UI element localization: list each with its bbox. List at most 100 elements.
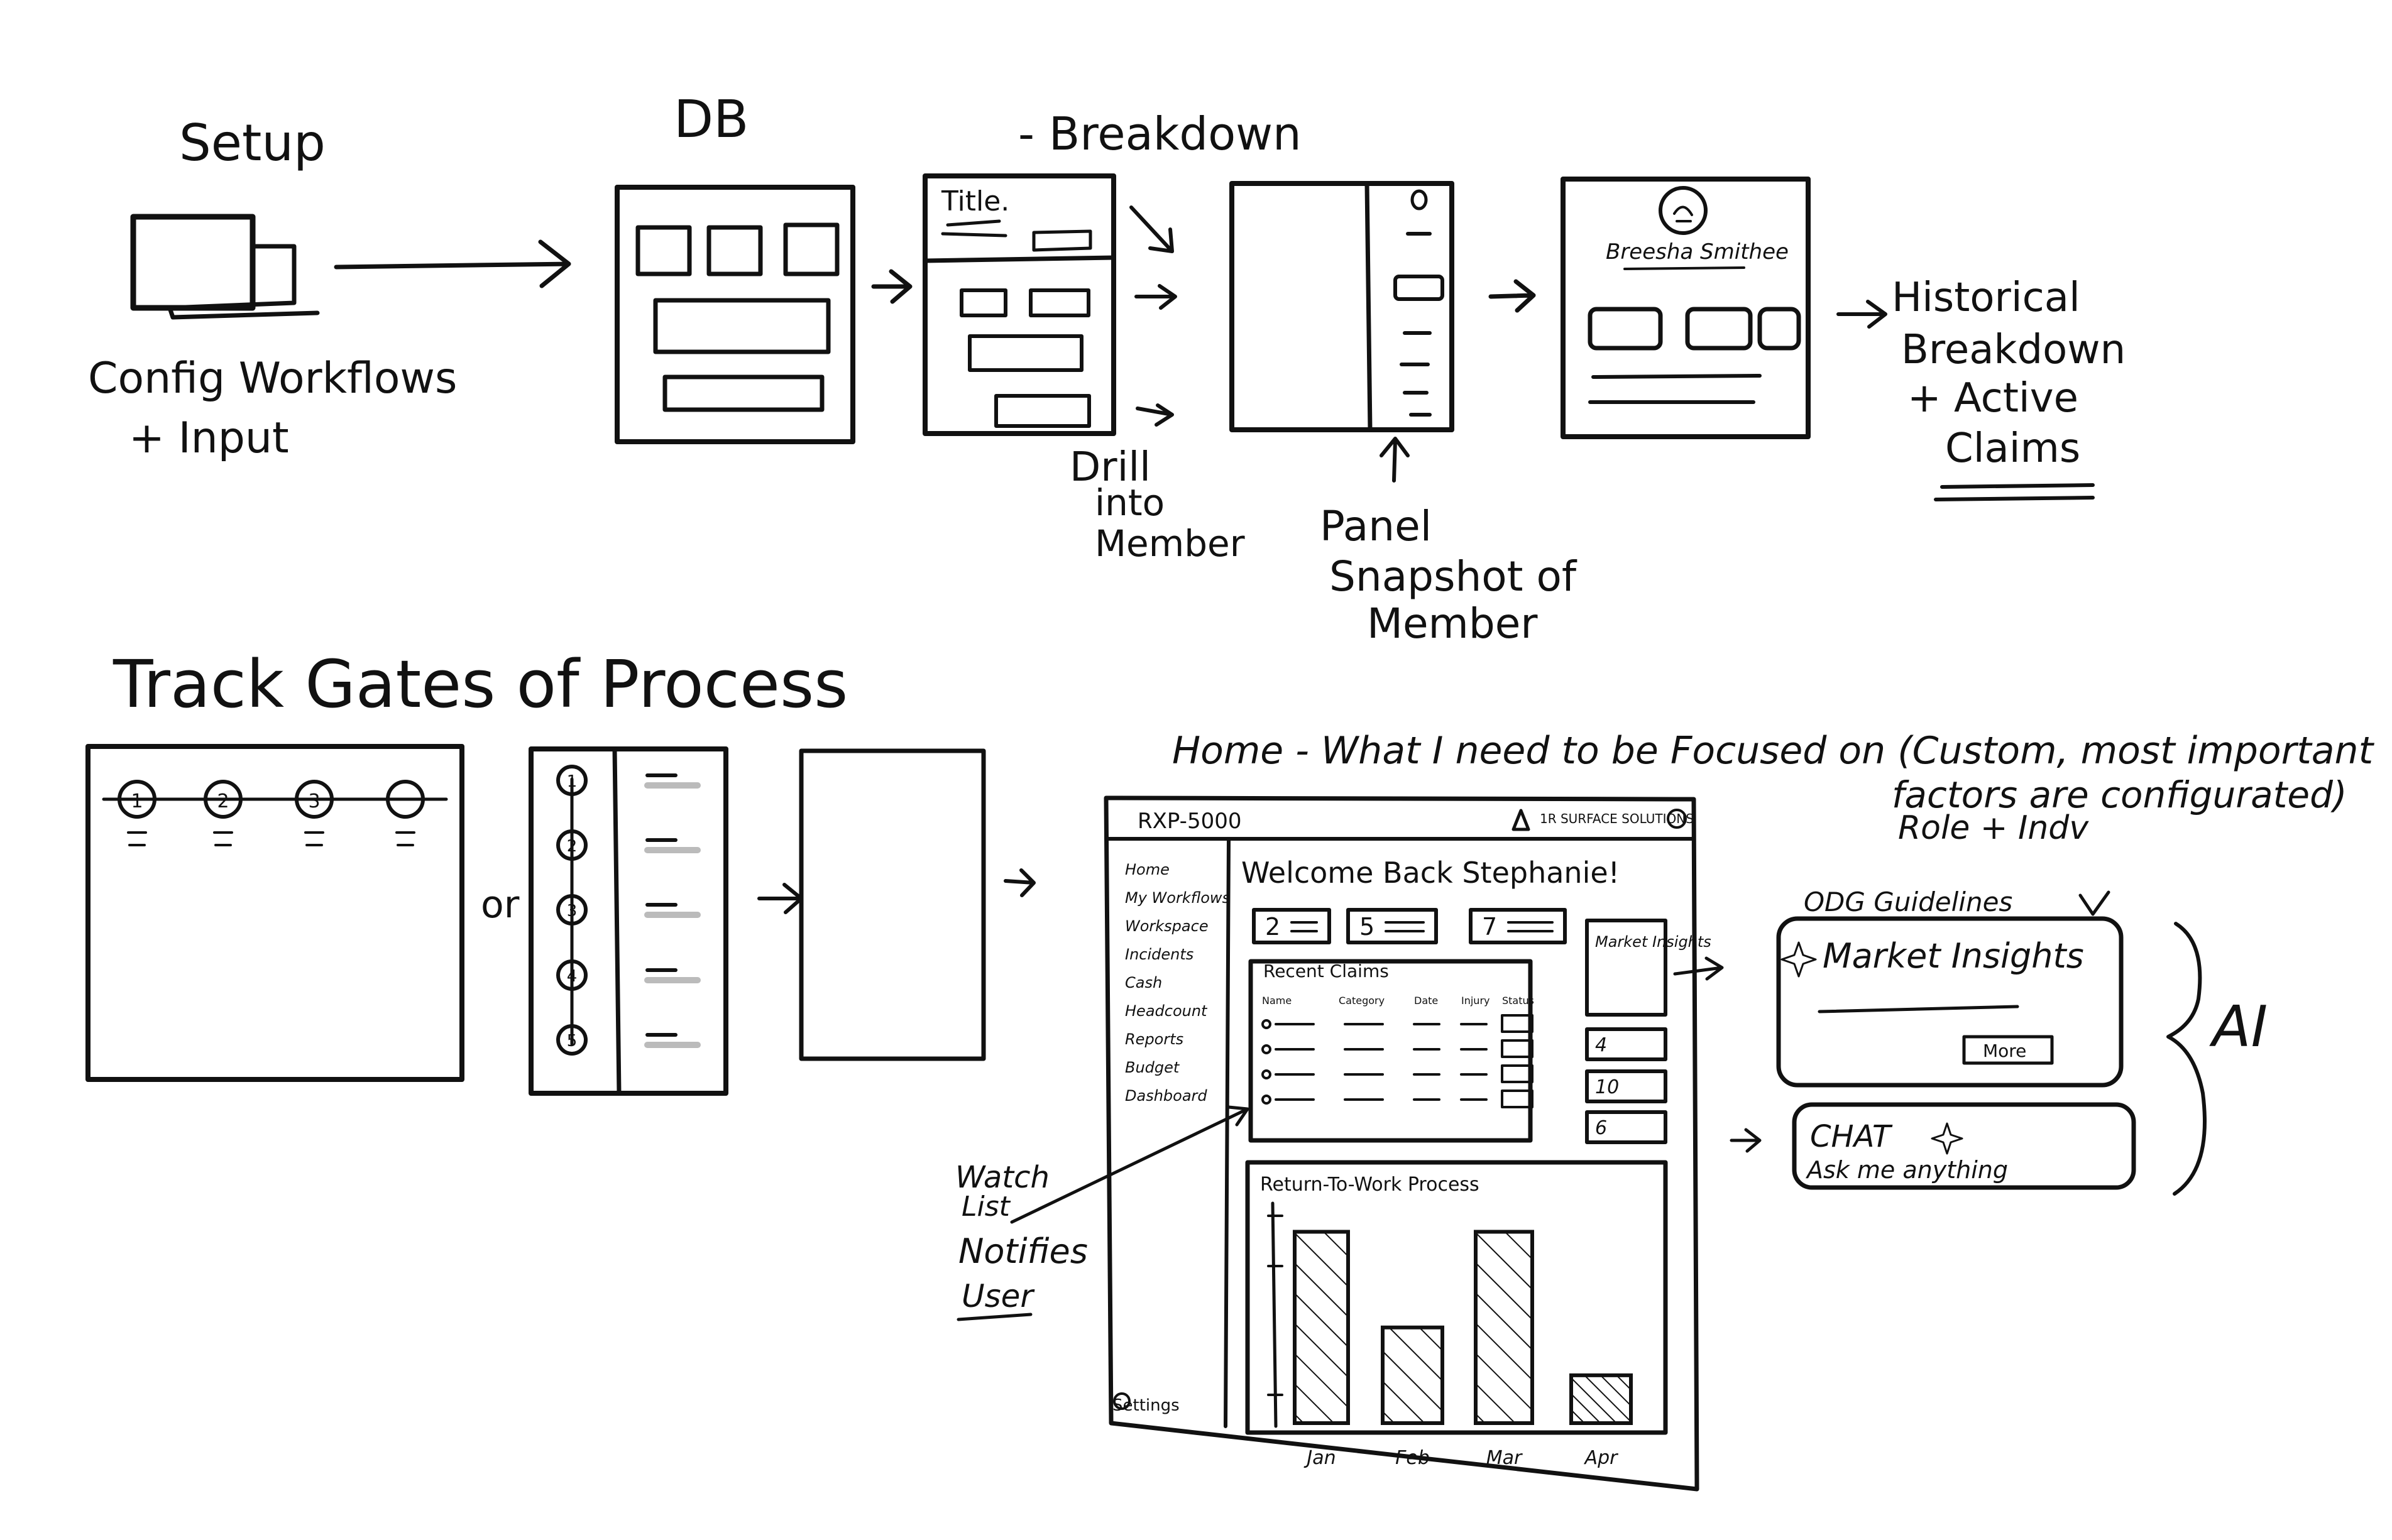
- vertical-gate-label: 1: [567, 772, 578, 791]
- chart-title: Return-To-Work Process: [1260, 1174, 1479, 1196]
- setup-section: Setup Config Workflows + Input: [88, 114, 457, 463]
- logo-icon: [1513, 811, 1528, 829]
- breakdown-arrow-1: [1131, 207, 1172, 251]
- claims-row-status[interactable]: [1502, 1066, 1532, 1082]
- sidebar-item[interactable]: My Workflows: [1125, 889, 1230, 907]
- gate-step-label: 1: [131, 790, 143, 812]
- historical-line2: Breakdown: [1901, 327, 2126, 373]
- setup-caption-line1: Config Workflows: [88, 354, 457, 403]
- historical-line4: Claims: [1945, 425, 2080, 472]
- claims-row-checkbox[interactable]: [1263, 1071, 1270, 1078]
- panel-line3: Member: [1367, 599, 1538, 648]
- claims-column-header: Injury: [1461, 995, 1490, 1007]
- chart-x-tick-label: Apr: [1584, 1447, 1619, 1469]
- sidebar-item[interactable]: Cash: [1125, 974, 1162, 991]
- drill-line3: Member: [1095, 522, 1245, 565]
- db-widget-2: [709, 227, 760, 274]
- breakdown-arrow-2: [1136, 286, 1175, 308]
- setup-caption-line2: + Input: [129, 413, 289, 463]
- computer-icon: [133, 217, 317, 317]
- profile-to-historical-arrow: [1838, 302, 1885, 327]
- sidebar-item[interactable]: Dashboard: [1125, 1087, 1207, 1105]
- chat-input[interactable]: Ask me anything: [1805, 1156, 2008, 1184]
- side-card-label: Market Insights: [1595, 933, 1711, 951]
- db-to-breakdown-arrow: [874, 271, 910, 302]
- claims-row-checkbox[interactable]: [1263, 1096, 1270, 1103]
- gates-vertical-frame: [531, 749, 726, 1093]
- db-title: DB: [674, 90, 749, 150]
- sidebar-item[interactable]: Headcount: [1125, 1002, 1208, 1020]
- avatar-icon: [1660, 188, 1706, 233]
- gates-blank-frame: [801, 751, 984, 1059]
- ai-brace: [2168, 924, 2205, 1194]
- claims-row-status[interactable]: [1502, 1015, 1532, 1032]
- claims-row-checkbox[interactable]: [1263, 1020, 1270, 1028]
- chart-bar: [1571, 1375, 1631, 1423]
- chart-x-tick-label: Mar: [1486, 1447, 1523, 1469]
- home-heading-line1: Home - What I need to be Focused on (Cus…: [1172, 729, 2375, 773]
- claims-row-checkbox[interactable]: [1263, 1046, 1270, 1053]
- gate-step-label: 3: [308, 790, 320, 812]
- chart-bar: [1476, 1231, 1532, 1423]
- sidebar-item[interactable]: Home: [1125, 861, 1170, 878]
- side-card-label: 10: [1595, 1076, 1619, 1098]
- gates-title: Track Gates of Process: [112, 646, 848, 723]
- stat-card-value: 5: [1359, 913, 1374, 941]
- chart-x-tick-label: Jan: [1303, 1447, 1336, 1469]
- sidebar-nav: Home My WorkflowsWorkspaceIncidentsCashHe…: [1125, 861, 1230, 1105]
- ai-panels: ODG Guidelines Market Insights More CHAT…: [1675, 887, 2268, 1194]
- claims-column-header: Status: [1502, 995, 1534, 1007]
- profile-name: Breesha Smithee: [1606, 239, 1789, 265]
- db-widget-3: [786, 225, 837, 274]
- sidebar-item[interactable]: Budget: [1125, 1059, 1180, 1076]
- gate-step-label: 2: [217, 790, 229, 812]
- db-wide-block-1: [656, 300, 828, 352]
- annotation-line4: User: [962, 1278, 1035, 1314]
- app-name: RXP-5000: [1138, 809, 1241, 834]
- breakdown-section: - Breakdown Title. Drill into Member: [925, 107, 1302, 565]
- claims-column-header: Name: [1262, 995, 1292, 1007]
- home-heading-line3: Role + Indv: [1898, 809, 2089, 847]
- sidebar-item[interactable]: Incidents: [1125, 946, 1193, 963]
- ai-label: AI: [2209, 994, 2268, 1060]
- chart-y-axis: [1273, 1203, 1276, 1426]
- claims-row-status[interactable]: [1502, 1091, 1532, 1107]
- chart-x-tick-label: Feb: [1395, 1447, 1430, 1469]
- settings-label[interactable]: Settings: [1112, 1396, 1180, 1415]
- chart-bar: [1383, 1328, 1442, 1423]
- gates-arrow-1: [759, 885, 801, 912]
- profile-section: Breesha Smithee Historical Breakdown + A…: [1563, 179, 2126, 500]
- panel-to-profile-arrow: [1491, 281, 1533, 310]
- sidebar-item[interactable]: Workspace: [1125, 917, 1209, 935]
- claims-row-status[interactable]: [1502, 1040, 1532, 1057]
- watch-list-annotation: Watch List Notifies User: [955, 1107, 1248, 1319]
- breakdown-arrow-3: [1138, 405, 1172, 425]
- vertical-gate-label: 4: [567, 967, 578, 986]
- sparkle-icon: [1782, 942, 1816, 976]
- insights-connector-arrow: [1675, 958, 1722, 979]
- welcome-text: Welcome Back Stephanie!: [1241, 856, 1620, 890]
- breakdown-label: - Breakdown: [1018, 107, 1302, 160]
- vertical-gate-label: 5: [567, 1032, 578, 1051]
- panel-line1: Panel: [1320, 502, 1432, 550]
- sidebar-item[interactable]: Reports: [1125, 1030, 1183, 1048]
- chat-sparkle-icon: [1932, 1123, 1962, 1154]
- breakdown-frame-title: Title.: [941, 185, 1009, 217]
- db-wide-block-2: [665, 377, 822, 410]
- panel-up-arrow: [1381, 439, 1408, 481]
- more-button-label: More: [1983, 1040, 2026, 1061]
- chat-connector-arrow: [1731, 1130, 1760, 1151]
- setup-to-db-arrow: [336, 242, 569, 286]
- stat-card-value: 2: [1265, 913, 1280, 941]
- gates-arrow-2: [1006, 870, 1034, 895]
- side-card-label: 4: [1595, 1034, 1607, 1056]
- annotation-line1: Watch: [955, 1160, 1050, 1195]
- claims-column-header: Category: [1339, 995, 1385, 1007]
- recent-claims-panel: [1251, 961, 1530, 1140]
- historical-line3: + Active: [1907, 375, 2078, 422]
- recent-claims-title: Recent Claims: [1263, 961, 1389, 981]
